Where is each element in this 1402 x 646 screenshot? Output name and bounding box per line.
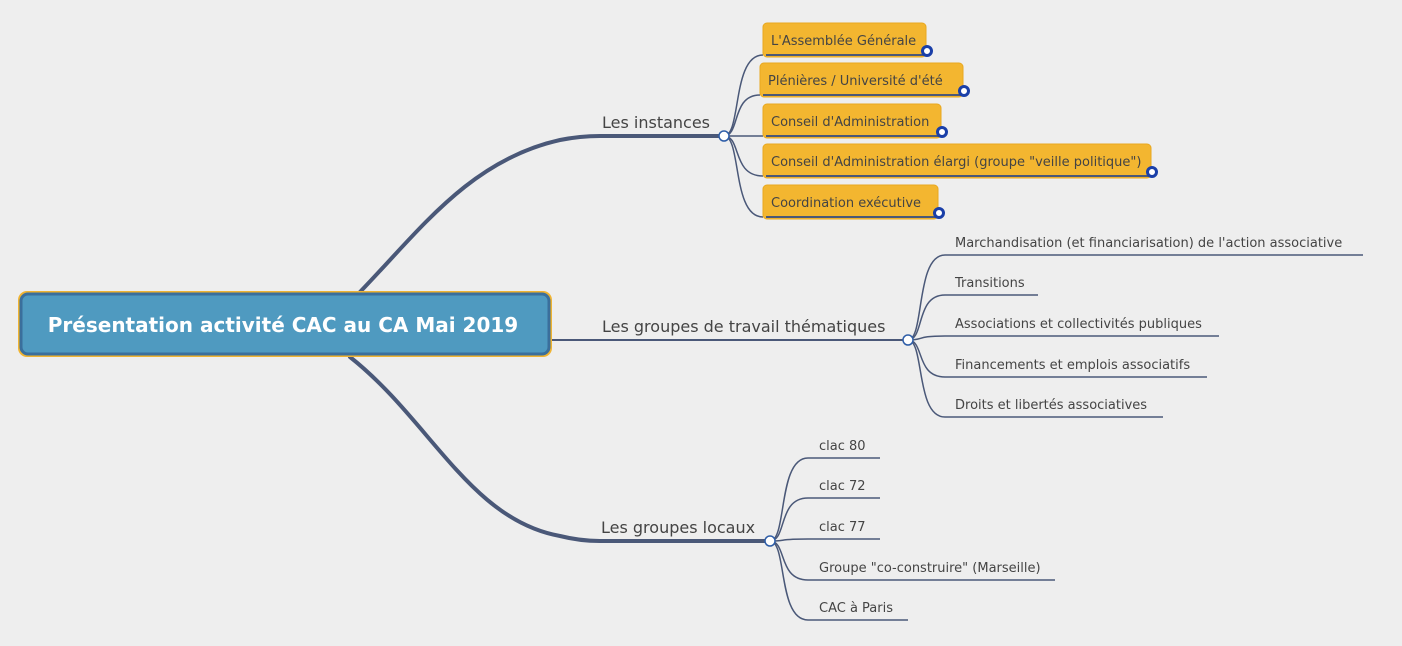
child-box [762,143,1152,179]
branch-3[interactable]: Les groupes locaux [601,518,776,547]
child-node[interactable]: Groupe "co-construire" (Marseille) [808,561,1055,581]
child-node[interactable]: Droits et libertés associatives [945,398,1163,418]
child-node[interactable]: Plénières / Université d'été [759,62,970,98]
child-connector [769,497,809,542]
child-node[interactable]: Conseil d'Administration [762,103,948,139]
child-node[interactable]: CAC à Paris [808,601,908,621]
child-connector [723,135,764,177]
child-node[interactable]: Financements et emplois associatifs [945,358,1207,378]
collapse-toggle-icon[interactable] [958,85,970,97]
child-node[interactable]: clac 77 [808,520,880,540]
child-label: Financements et emplois associatifs [955,358,1190,373]
child-connector [907,294,946,341]
collapse-toggle-icon[interactable] [718,130,730,142]
branch-label: Les instances [602,113,710,132]
child-connector [907,254,946,341]
branch-label: Les groupes de travail thématiques [602,317,885,336]
child-connector [723,94,761,137]
collapse-toggle-icon[interactable] [1146,166,1158,178]
child-label: Plénières / Université d'été [768,74,943,89]
child-box [759,62,964,98]
child-box [762,22,927,58]
child-connector [769,540,809,621]
child-label: Coordination exécutive [771,196,921,211]
child-node[interactable]: Marchandisation (et financiarisation) de… [945,236,1363,256]
child-label: Transitions [954,276,1025,291]
child-label: clac 77 [819,520,866,535]
child-node[interactable]: clac 80 [808,439,880,459]
child-label: clac 72 [819,479,866,494]
child-label: Conseil d'Administration [771,115,929,130]
child-node[interactable]: Coordination exécutive [762,184,945,220]
root-box [19,292,551,356]
branch-1[interactable]: Les instances [602,113,730,142]
collapse-toggle-icon[interactable] [921,45,933,57]
branch-2[interactable]: Les groupes de travail thématiques [602,317,914,346]
child-label: CAC à Paris [819,601,893,616]
collapse-toggle-icon[interactable] [902,334,914,346]
child-box [762,103,942,139]
child-connector [907,339,946,418]
child-node[interactable]: Associations et collectivités publiques [945,317,1219,337]
child-box [762,184,939,220]
child-label: Droits et libertés associatives [955,398,1147,413]
child-label: Marchandisation (et financiarisation) de… [955,236,1342,251]
child-connector [723,135,764,218]
child-label: L'Assemblée Générale [771,34,916,49]
branch-connector [358,134,726,294]
child-label: Conseil d'Administration élargi (groupe … [771,155,1141,170]
collapse-toggle-icon[interactable] [764,535,776,547]
child-node[interactable]: L'Assemblée Générale [762,22,933,58]
collapse-toggle-icon[interactable] [933,207,945,219]
child-label: clac 80 [819,439,866,454]
child-label: Groupe "co-construire" (Marseille) [819,561,1041,576]
child-node[interactable]: Conseil d'Administration élargi (groupe … [762,143,1158,179]
root-label: Présentation activité CAC au CA Mai 2019 [48,313,518,337]
child-label: Associations et collectivités publiques [955,317,1202,332]
child-node[interactable]: Transitions [945,276,1038,296]
child-connector [769,457,809,542]
branch-label: Les groupes locaux [601,518,755,537]
child-connector [769,540,809,581]
collapse-toggle-icon[interactable] [936,126,948,138]
root-node[interactable]: Présentation activité CAC au CA Mai 2019 [18,291,552,357]
branch-connector [348,355,772,543]
child-node[interactable]: clac 72 [808,479,880,499]
